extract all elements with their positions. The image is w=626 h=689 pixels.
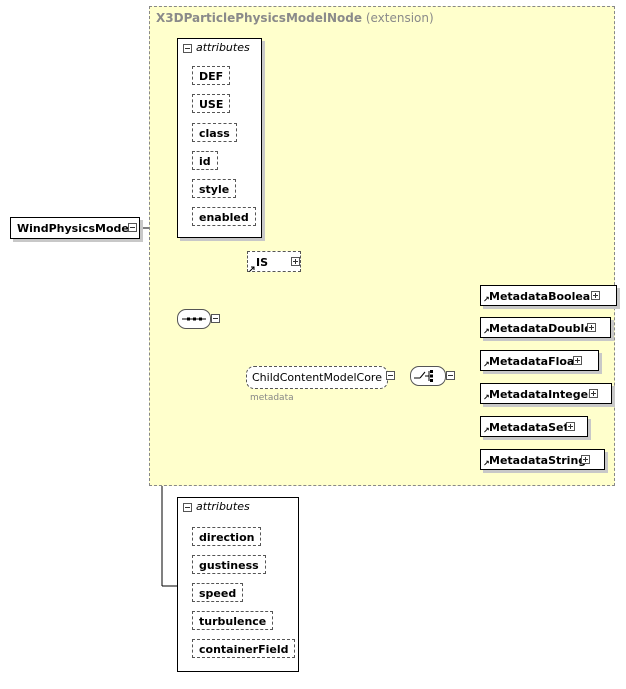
collapse-toggle-icon[interactable]	[446, 371, 455, 380]
element-metadata-float[interactable]: ↗MetadataFloat	[480, 350, 599, 371]
attribute-style[interactable]: style	[192, 179, 237, 198]
element-metadata-double-label: MetadataDouble	[489, 322, 592, 335]
reference-arrow-icon: ↗	[483, 295, 490, 304]
expand-toggle-icon[interactable]	[591, 291, 600, 300]
own-attributes-header: attributes	[196, 500, 250, 513]
extension-base-name: X3DParticlePhysicsModelNode	[156, 11, 362, 25]
attribute-class[interactable]: class	[192, 123, 237, 142]
attribute-gustiness[interactable]: gustiness	[192, 555, 266, 574]
sequence-compositor[interactable]	[177, 309, 211, 329]
choice-icon	[414, 370, 433, 382]
reference-arrow-icon	[249, 266, 255, 272]
reference-arrow-icon: ↗	[483, 393, 490, 402]
element-metadata-double[interactable]: ↗MetadataDouble	[480, 317, 611, 338]
attribute-turbulence[interactable]: turbulence	[192, 611, 274, 630]
reference-arrow-icon: ↗	[483, 459, 490, 468]
root-element[interactable]: WindPhysicsModel	[10, 217, 140, 239]
root-element-label: WindPhysicsModel	[17, 222, 133, 235]
sequence-icon	[182, 317, 206, 321]
attribute-use[interactable]: USE	[192, 94, 231, 113]
is-element[interactable]: IS	[247, 251, 301, 272]
element-metadata-float-label: MetadataFloat	[489, 355, 580, 368]
element-metadata-boolean[interactable]: ↗MetadataBoolean	[480, 285, 618, 306]
attribute-id[interactable]: id	[192, 151, 218, 170]
reference-arrow-icon: ↗	[483, 327, 490, 336]
element-metadata-set[interactable]: ↗MetadataSet	[480, 416, 588, 437]
attribute-enabled[interactable]: enabled	[192, 207, 256, 226]
collapse-toggle-icon[interactable]	[386, 371, 395, 380]
element-metadata-integer-label: MetadataInteger	[489, 388, 594, 401]
collapse-toggle-icon[interactable]	[183, 44, 192, 53]
child-content-model-core-label: ChildContentModelCore	[252, 371, 382, 384]
extension-kind: (extension)	[365, 11, 434, 25]
expand-toggle-icon[interactable]	[291, 257, 300, 266]
attribute-container-field[interactable]: containerField	[192, 639, 296, 658]
attribute-speed[interactable]: speed	[192, 583, 244, 602]
reference-arrow-icon: ↗	[483, 426, 490, 435]
element-metadata-string[interactable]: ↗MetadataString	[480, 449, 606, 470]
collapse-toggle-icon[interactable]	[211, 314, 220, 323]
expand-toggle-icon[interactable]	[587, 323, 596, 332]
expand-toggle-icon[interactable]	[573, 356, 582, 365]
child-content-sub-label: metadata	[250, 393, 294, 403]
attribute-direction[interactable]: direction	[192, 527, 262, 546]
expand-toggle-icon[interactable]	[581, 455, 590, 464]
element-metadata-boolean-label: MetadataBoolean	[489, 290, 599, 303]
expand-toggle-icon[interactable]	[566, 422, 575, 431]
element-metadata-set-label: MetadataSet	[489, 421, 569, 434]
attribute-def[interactable]: DEF	[192, 66, 231, 85]
collapse-toggle-icon[interactable]	[128, 223, 137, 232]
collapse-toggle-icon[interactable]	[183, 503, 192, 512]
is-element-label: IS	[256, 256, 269, 269]
element-metadata-string-label: MetadataString	[489, 454, 587, 467]
extension-title: X3DParticlePhysicsModelNode (extension)	[156, 11, 434, 25]
child-content-model-core[interactable]: ChildContentModelCore	[246, 366, 388, 389]
inherited-attributes-header: attributes	[196, 41, 250, 54]
expand-toggle-icon[interactable]	[589, 389, 598, 398]
choice-compositor[interactable]	[410, 366, 446, 386]
reference-arrow-icon: ↗	[483, 360, 490, 369]
element-metadata-integer[interactable]: ↗MetadataInteger	[480, 383, 613, 404]
